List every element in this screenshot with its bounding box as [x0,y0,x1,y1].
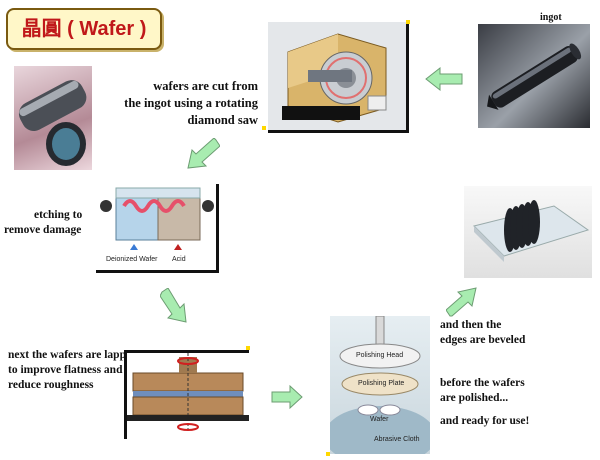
arrow-up-right [446,286,478,318]
lap-caption-line: next the wafers are lapped [8,349,138,361]
corner-marker [262,126,266,130]
arrow-right [270,384,304,410]
etching-tank-diagram: Deionized Wafer Acid [96,184,219,273]
cut-caption-line: the ingot using a rotating [124,96,258,110]
polishing-plate-label: Polishing Plate [358,380,405,387]
polishing-head-label: Polishing Head [356,352,404,359]
bevel-caption: and then the edges are beveled [440,318,590,348]
tank-left-label: Deionized Wafer [106,256,158,263]
polish-caption-line: before the wafers [440,377,525,389]
etch-caption: etching to remove damage [4,208,94,238]
lapping-diagram [124,350,249,439]
ingot-label: ingot [540,12,562,23]
title-box: 晶圓 ( Wafer ) [6,8,162,50]
arrow-down-left [186,138,220,170]
cut-caption: wafers are cut from the ingot using a ro… [96,78,258,129]
ready-caption: and ready for use! [440,415,530,427]
cut-caption-line: wafers are cut from [153,79,258,93]
polish-caption: before the wafers are polished... [440,376,590,406]
tank-right-label: Acid [172,256,186,263]
polisher-diagram: Polishing Head Polishing Plate Wafer Abr… [330,316,430,454]
polish-caption-line: are polished... [440,392,509,404]
etch-caption-line: remove damage [4,224,82,236]
corner-marker [326,452,330,456]
sliced-wafer-photo [14,66,92,170]
lap-caption-line: reduce roughness [8,379,94,391]
diamond-saw-diagram [268,22,409,133]
corner-marker [246,346,250,350]
page-title: 晶圓 ( Wafer ) [21,18,147,40]
arrow-down-right [160,288,188,324]
bevel-caption-line: and then the [440,319,502,331]
wafer-carrier-photo [464,186,592,278]
corner-marker [406,20,410,24]
etch-caption-line: etching to [34,209,83,221]
wafer-label: Wafer [370,416,389,423]
lap-caption-line: to improve flatness and [8,364,123,376]
arrow-left [424,66,464,92]
bevel-caption-line: edges are beveled [440,334,526,346]
cut-caption-line: diamond saw [187,113,258,127]
lap-caption: next the wafers are lapped to improve fl… [8,348,168,393]
abrasive-cloth-label: Abrasive Cloth [374,436,420,443]
ingot-photo [478,24,590,128]
